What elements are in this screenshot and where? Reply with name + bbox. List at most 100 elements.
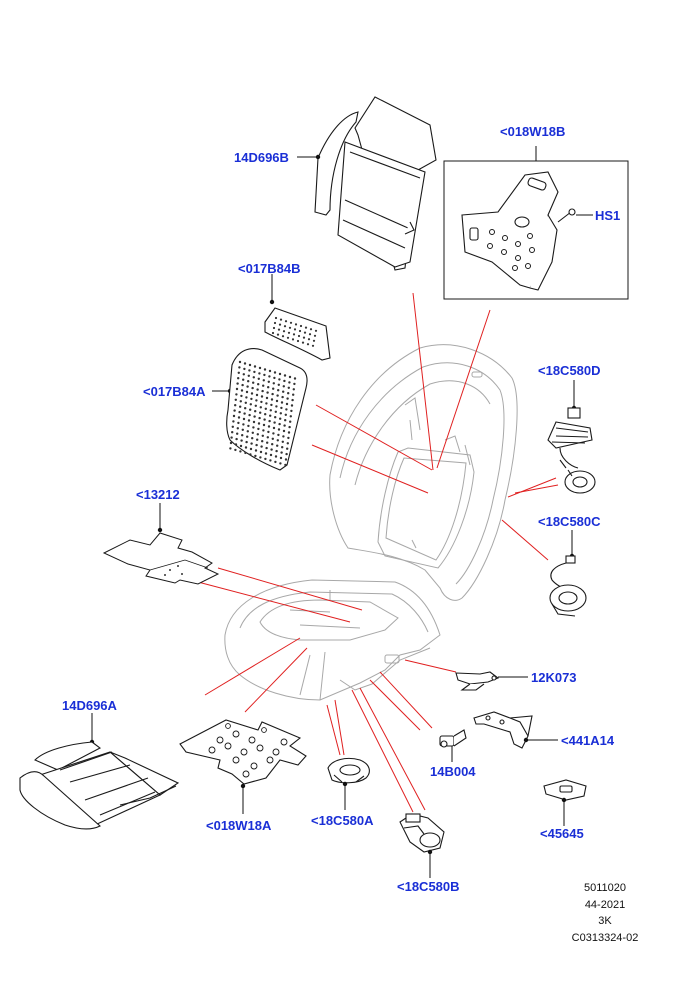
perforation-dot: [238, 410, 241, 414]
part-12K073-clip: [455, 671, 528, 691]
perforation-dot: [285, 408, 288, 411]
perforation-dot: [230, 436, 233, 439]
perforation-dot: [287, 436, 290, 440]
part-18C580B-mechanism: [399, 813, 445, 878]
perforation-dot: [274, 460, 277, 464]
part-14B004-sensor: [439, 729, 467, 762]
perforation-dot: [293, 377, 297, 380]
perforation-dot: [282, 385, 285, 388]
perforation-dot: [312, 339, 316, 342]
perforation-dot: [292, 393, 295, 396]
part-14D696A-cushion-panel: [19, 713, 180, 830]
perforation-dot: [284, 463, 287, 467]
label-14B004: 14B004: [430, 764, 476, 779]
perforation-dot: [257, 377, 260, 380]
label-018W18A: <018W18A: [206, 818, 272, 833]
perforation-dot: [269, 459, 272, 462]
perforation-dot: [273, 421, 276, 424]
perforation-dot: [282, 390, 285, 393]
perforation-dot: [270, 398, 274, 401]
perforation-dot: [280, 451, 283, 454]
perforation-dot: [257, 383, 260, 386]
perforation-dot: [248, 369, 251, 372]
perforation-dot: [244, 401, 247, 404]
perforation-dot: [249, 408, 252, 411]
perforation-dot: [262, 384, 265, 387]
perforation-dot: [246, 435, 249, 438]
perforation-dot: [287, 431, 291, 434]
perforation-dot: [277, 389, 280, 392]
perforation-dot: [265, 396, 269, 400]
bracket-shape: [461, 171, 559, 291]
perforation-dot: [246, 430, 249, 433]
perforation-dot: [260, 400, 263, 404]
perforation-dot: [263, 373, 266, 377]
perforation-dot: [278, 323, 282, 326]
perforation-dot: [257, 422, 261, 425]
reference-line-2: 44-2021: [584, 898, 626, 911]
perforation-dot: [276, 444, 279, 447]
perforation-dot: [242, 373, 245, 376]
perforation-dot: [311, 344, 315, 347]
perforation-dot: [241, 383, 244, 387]
perforation-dot: [247, 380, 250, 383]
perforation-dot: [252, 426, 255, 429]
perforation-dot: [269, 414, 272, 417]
perforation-dot: [261, 440, 264, 443]
perforation-dot: [271, 443, 274, 446]
perforation-dot: [272, 432, 275, 435]
perforation-dot: [286, 397, 289, 400]
perforation-dot: [288, 326, 292, 329]
perforation-dot: [292, 388, 295, 391]
perforation-dot: [284, 458, 288, 461]
perforation-dot: [247, 419, 251, 422]
perforation-dot: [276, 439, 279, 442]
leader-lines: [197, 292, 559, 813]
perforation-dot: [254, 404, 257, 407]
perforation-dot: [298, 329, 302, 333]
perforation-dot: [278, 372, 282, 376]
perforation-dot: [308, 333, 312, 336]
perforation-dot: [288, 381, 291, 384]
perforation-dot: [267, 380, 270, 383]
perforation-dot: [271, 331, 275, 335]
perforation-dot: [273, 371, 277, 374]
perforation-dot: [253, 370, 256, 374]
perforation-dot: [256, 388, 259, 391]
perforation-dot: [247, 424, 250, 428]
perforation-dot: [232, 420, 235, 423]
perforation-dot: [235, 437, 238, 441]
perforation-dot: [231, 425, 234, 428]
perforation-dot: [281, 440, 284, 443]
perforation-dot: [287, 392, 290, 395]
perforation-dot: [242, 417, 246, 421]
perforation-dot: [243, 412, 246, 415]
perforation-dot: [242, 423, 245, 426]
perforation-dot: [237, 377, 240, 380]
perforation-dot: [289, 415, 292, 418]
perforation-dot: [293, 382, 296, 386]
perforation-dot: [286, 447, 289, 450]
part-018W18B-box: [443, 146, 629, 300]
perforation-dot: [240, 439, 243, 442]
label-14D696B: 14D696B: [234, 150, 289, 165]
perforation-dot: [231, 431, 234, 434]
label-441A14: <441A14: [561, 733, 615, 748]
perforation-dot: [236, 427, 239, 430]
perforation-dot: [262, 423, 266, 427]
perforation-dot: [302, 336, 306, 339]
perforation-dot: [256, 433, 259, 436]
perforation-dot: [275, 449, 278, 453]
perforation-dot: [258, 416, 261, 420]
perforation-dot: [251, 386, 254, 390]
perforation-dot: [277, 383, 280, 386]
perforation-dot: [245, 396, 248, 399]
perforation-dot: [251, 431, 254, 434]
perforation-dot: [234, 443, 238, 446]
perforation-dot: [263, 368, 267, 371]
perforation-dot: [250, 397, 253, 401]
perforation-dot: [244, 446, 248, 449]
perforation-dot: [232, 414, 236, 418]
perforation-dot: [274, 410, 277, 413]
label-13212: <13212: [136, 487, 180, 502]
